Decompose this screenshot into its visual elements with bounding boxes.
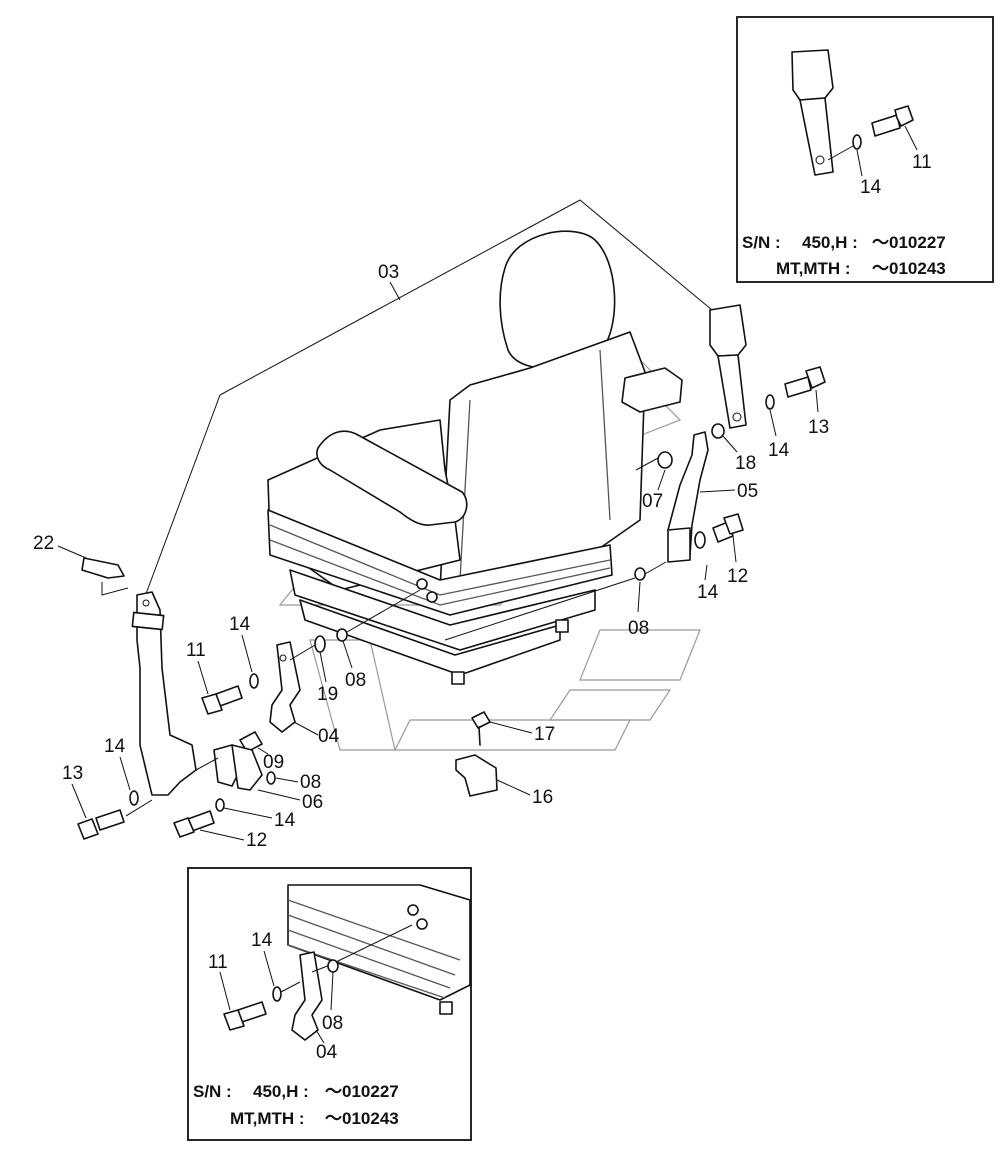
- callout-11: 11: [912, 152, 932, 173]
- right-parts: 13 14 18 05 07 14 12 08: [444, 304, 829, 641]
- bracket-16-parts: 17 16: [455, 711, 555, 808]
- callout-14-right2: 14: [697, 582, 719, 603]
- callout-11-left: 11: [186, 640, 206, 661]
- callout-04-inset: 04: [316, 1042, 338, 1063]
- bracket-04: [269, 641, 301, 733]
- callout-04: 04: [318, 726, 340, 747]
- range-mtmth: ～010243: [872, 259, 946, 278]
- seat-base: [267, 509, 613, 616]
- callout-14-inset: 14: [251, 930, 273, 951]
- callout-08-left: 08: [345, 670, 366, 691]
- belt-tag-22: [81, 557, 125, 579]
- callout-03: 03: [378, 262, 399, 283]
- sn-label: S/N :: [742, 233, 781, 252]
- callout-12-right: 12: [727, 566, 748, 587]
- callout-14-right: 14: [768, 440, 790, 461]
- callout-05: 05: [737, 481, 758, 502]
- callout-14: 14: [860, 177, 882, 198]
- model-mtmth-bottom: MT,MTH :: [230, 1109, 305, 1128]
- right-armrest: [621, 367, 683, 413]
- callout-22: 22: [33, 533, 54, 554]
- callout-06: 06: [302, 792, 323, 813]
- callout-08-right: 08: [628, 618, 649, 639]
- range-450h: ～010227: [872, 233, 946, 252]
- callout-11-inset: 11: [208, 952, 228, 973]
- callout-17: 17: [534, 724, 555, 745]
- model-450h-bottom: 450,H :: [253, 1082, 309, 1101]
- callout-16: 16: [532, 787, 553, 808]
- left-armrest: [316, 430, 468, 526]
- callout-08-inset: 08: [322, 1013, 343, 1034]
- callout-19: 19: [317, 684, 338, 705]
- callout-14-bottom: 14: [274, 810, 296, 831]
- left-parts: 22 14 13 11 14 04 19: [33, 533, 421, 851]
- callout-09: 09: [263, 752, 284, 773]
- seat-assembly: 03: [139, 199, 713, 685]
- callout-08-left2: 08: [300, 772, 321, 793]
- sn-label-bottom: S/N :: [193, 1082, 232, 1101]
- range-450h-bottom: ～010227: [325, 1082, 399, 1101]
- callout-07: 07: [642, 491, 663, 512]
- callout-18: 18: [735, 453, 756, 474]
- bolt-icon: [871, 105, 914, 137]
- armrest-bracket: [799, 97, 834, 176]
- armrest-part-right: [709, 304, 747, 357]
- washer-icon: [852, 134, 862, 150]
- callout-13-right: 13: [808, 417, 829, 438]
- bracket-16: [455, 754, 498, 797]
- inset-bottom: 08 04 14 11 S/N : 450,H : ～010227 MT,MTH…: [187, 867, 472, 1141]
- model-450h: 450,H :: [802, 233, 858, 252]
- callout-13-left-bottom: 13: [62, 763, 83, 784]
- range-mtmth-bottom: ～010243: [325, 1109, 399, 1128]
- backrest: [439, 331, 646, 591]
- model-mtmth: MT,MTH :: [776, 259, 851, 278]
- callout-14-left-bottom: 14: [104, 736, 126, 757]
- callout-14-left: 14: [229, 614, 251, 635]
- callout-12-bottom: 12: [246, 830, 267, 851]
- inset-top-right: 14 11 S/N : 450,H : ～010227 MT,MTH : ～01…: [736, 16, 994, 283]
- armrest-part: [791, 49, 834, 101]
